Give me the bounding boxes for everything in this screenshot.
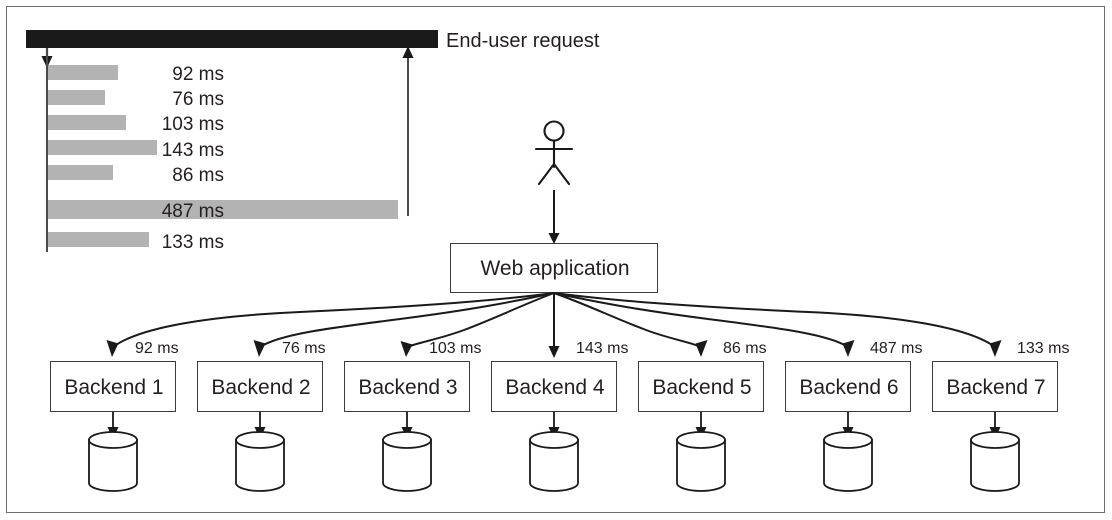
backend-node-4[interactable]: Backend 4	[491, 361, 617, 412]
latency-label-1: 92 ms	[172, 64, 224, 85]
latency-label-2: 76 ms	[172, 89, 224, 110]
latency-bar-5	[47, 165, 113, 180]
backend-node-1[interactable]: Backend 1	[50, 361, 176, 412]
backend-label-2: Backend 2	[211, 376, 311, 399]
database-icon-5	[676, 431, 726, 492]
database-icon-7	[970, 431, 1020, 492]
backend-node-2[interactable]: Backend 2	[197, 361, 323, 412]
backend-label-6: Backend 6	[799, 376, 899, 399]
latency-bar-7	[47, 232, 149, 247]
edge-latency-label-4: 143 ms	[576, 340, 629, 357]
edge-latency-label-2: 76 ms	[282, 340, 326, 357]
backend-to-db-arrows	[112, 412, 996, 428]
edge-latency-label-5: 86 ms	[723, 340, 767, 357]
edge-latency-label-6: 487 ms	[870, 340, 923, 357]
database-icon-6	[823, 431, 873, 492]
end-user-request-label: End-user request	[446, 30, 600, 52]
end-user-request-bar	[26, 30, 438, 48]
latency-label-5: 86 ms	[172, 165, 224, 186]
end-user-actor-icon	[534, 120, 574, 186]
latency-label-4: 143 ms	[161, 140, 224, 161]
edge-latency-label-7: 133 ms	[1017, 340, 1070, 357]
database-icon-1	[88, 431, 138, 492]
database-icon-4	[529, 431, 579, 492]
edge-to-backend-6	[553, 292, 849, 348]
latency-bar-1	[47, 65, 118, 80]
backend-node-7[interactable]: Backend 7	[932, 361, 1058, 412]
web-application-node[interactable]: Web application	[450, 243, 658, 293]
edge-latency-label-1: 92 ms	[135, 340, 179, 357]
edge-to-backend-1	[112, 292, 555, 348]
latency-label-3: 103 ms	[161, 114, 224, 135]
actor-to-webapp-arrow	[548, 190, 560, 244]
edge-to-backend-3	[406, 292, 555, 348]
chart-start-arrow	[41, 48, 53, 252]
edge-to-backend-7	[553, 292, 996, 348]
backend-label-3: Backend 3	[358, 376, 458, 399]
database-icon-2	[235, 431, 285, 492]
chart-end-arrow	[402, 46, 414, 216]
latency-bar-6	[47, 200, 398, 219]
latency-label-6: 487 ms	[161, 201, 224, 222]
edge-latency-label-3: 103 ms	[429, 340, 482, 357]
database-icon-3	[382, 431, 432, 492]
backend-label-7: Backend 7	[946, 376, 1046, 399]
webapp-to-backends-edges	[112, 292, 996, 348]
web-application-label: Web application	[480, 257, 630, 280]
edge-to-backend-5	[553, 292, 702, 348]
latency-label-7: 133 ms	[161, 232, 224, 253]
backend-label-4: Backend 4	[505, 376, 605, 399]
backend-node-5[interactable]: Backend 5	[638, 361, 764, 412]
edge-to-backend-2	[259, 292, 555, 348]
backend-label-1: Backend 1	[64, 376, 164, 399]
latency-bar-4	[47, 140, 157, 155]
backend-node-3[interactable]: Backend 3	[344, 361, 470, 412]
backend-node-6[interactable]: Backend 6	[785, 361, 911, 412]
backend-edge-arrowheads	[106, 340, 1002, 358]
latency-bar-2	[47, 90, 105, 105]
backend-label-5: Backend 5	[652, 376, 752, 399]
database-cylinders	[88, 431, 1020, 492]
latency-bar-3	[47, 115, 126, 130]
